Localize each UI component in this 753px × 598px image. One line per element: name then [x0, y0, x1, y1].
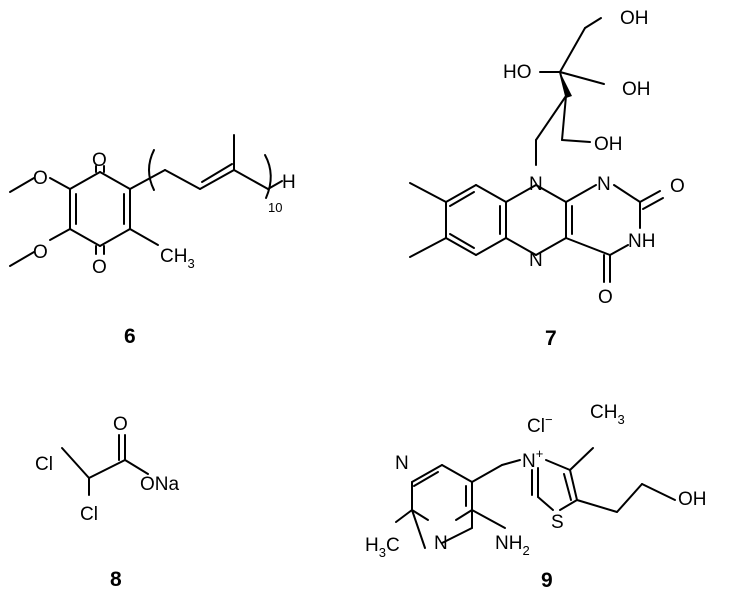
compound-number-9: 9	[541, 569, 553, 592]
hydroxyl-label: OH	[594, 134, 623, 155]
hydroxyl-label: HO	[503, 62, 532, 83]
chlorine-label: Cl	[35, 454, 53, 475]
compound-8: Cl Cl O ONa 8	[35, 414, 180, 591]
nitrogen-label: N	[434, 533, 448, 554]
compound-9: Cl− CH3 N+ N N H3C NH2 S OH 9	[365, 402, 707, 592]
compound-number-8: 8	[110, 568, 122, 591]
methyl-label: CH3	[160, 246, 195, 271]
oxygen-label: O	[33, 168, 48, 189]
nh-label: NH	[628, 231, 655, 252]
hydrogen-label: H	[282, 172, 296, 193]
compound-7: OH HO OH OH N N N O O NH 7	[409, 8, 685, 350]
oxygen-label: O	[33, 242, 48, 263]
compound-6: O O O O CH3 H 10 6	[9, 134, 296, 348]
compound-number-6: 6	[124, 325, 136, 348]
nitrogen-label: N	[395, 453, 409, 474]
methyl-label: CH3	[590, 402, 625, 427]
oxygen-label: O	[92, 257, 107, 278]
repeat-count-label: 10	[268, 200, 282, 215]
sodium-carboxylate-label: ONa	[140, 474, 180, 495]
nitrogen-label: N	[597, 174, 611, 195]
hydroxyl-label: OH	[678, 489, 707, 510]
nitrogen-label: N	[529, 174, 543, 195]
oxygen-label: O	[598, 287, 613, 308]
hydroxyl-label: OH	[620, 8, 649, 29]
hydroxyl-label: OH	[622, 79, 651, 100]
oxygen-label: O	[92, 150, 107, 171]
methyl-label: H3C	[365, 535, 400, 560]
oxygen-label: O	[113, 414, 128, 435]
nitrogen-label: N	[529, 250, 543, 271]
oxygen-label: O	[670, 176, 685, 197]
amino-label: NH2	[495, 533, 530, 558]
chlorine-label: Cl	[80, 504, 98, 525]
sulfur-label: S	[551, 512, 564, 533]
thiazolium-nitrogen-label: N+	[522, 446, 543, 472]
compound-number-7: 7	[545, 327, 557, 350]
chloride-label: Cl−	[527, 412, 553, 437]
